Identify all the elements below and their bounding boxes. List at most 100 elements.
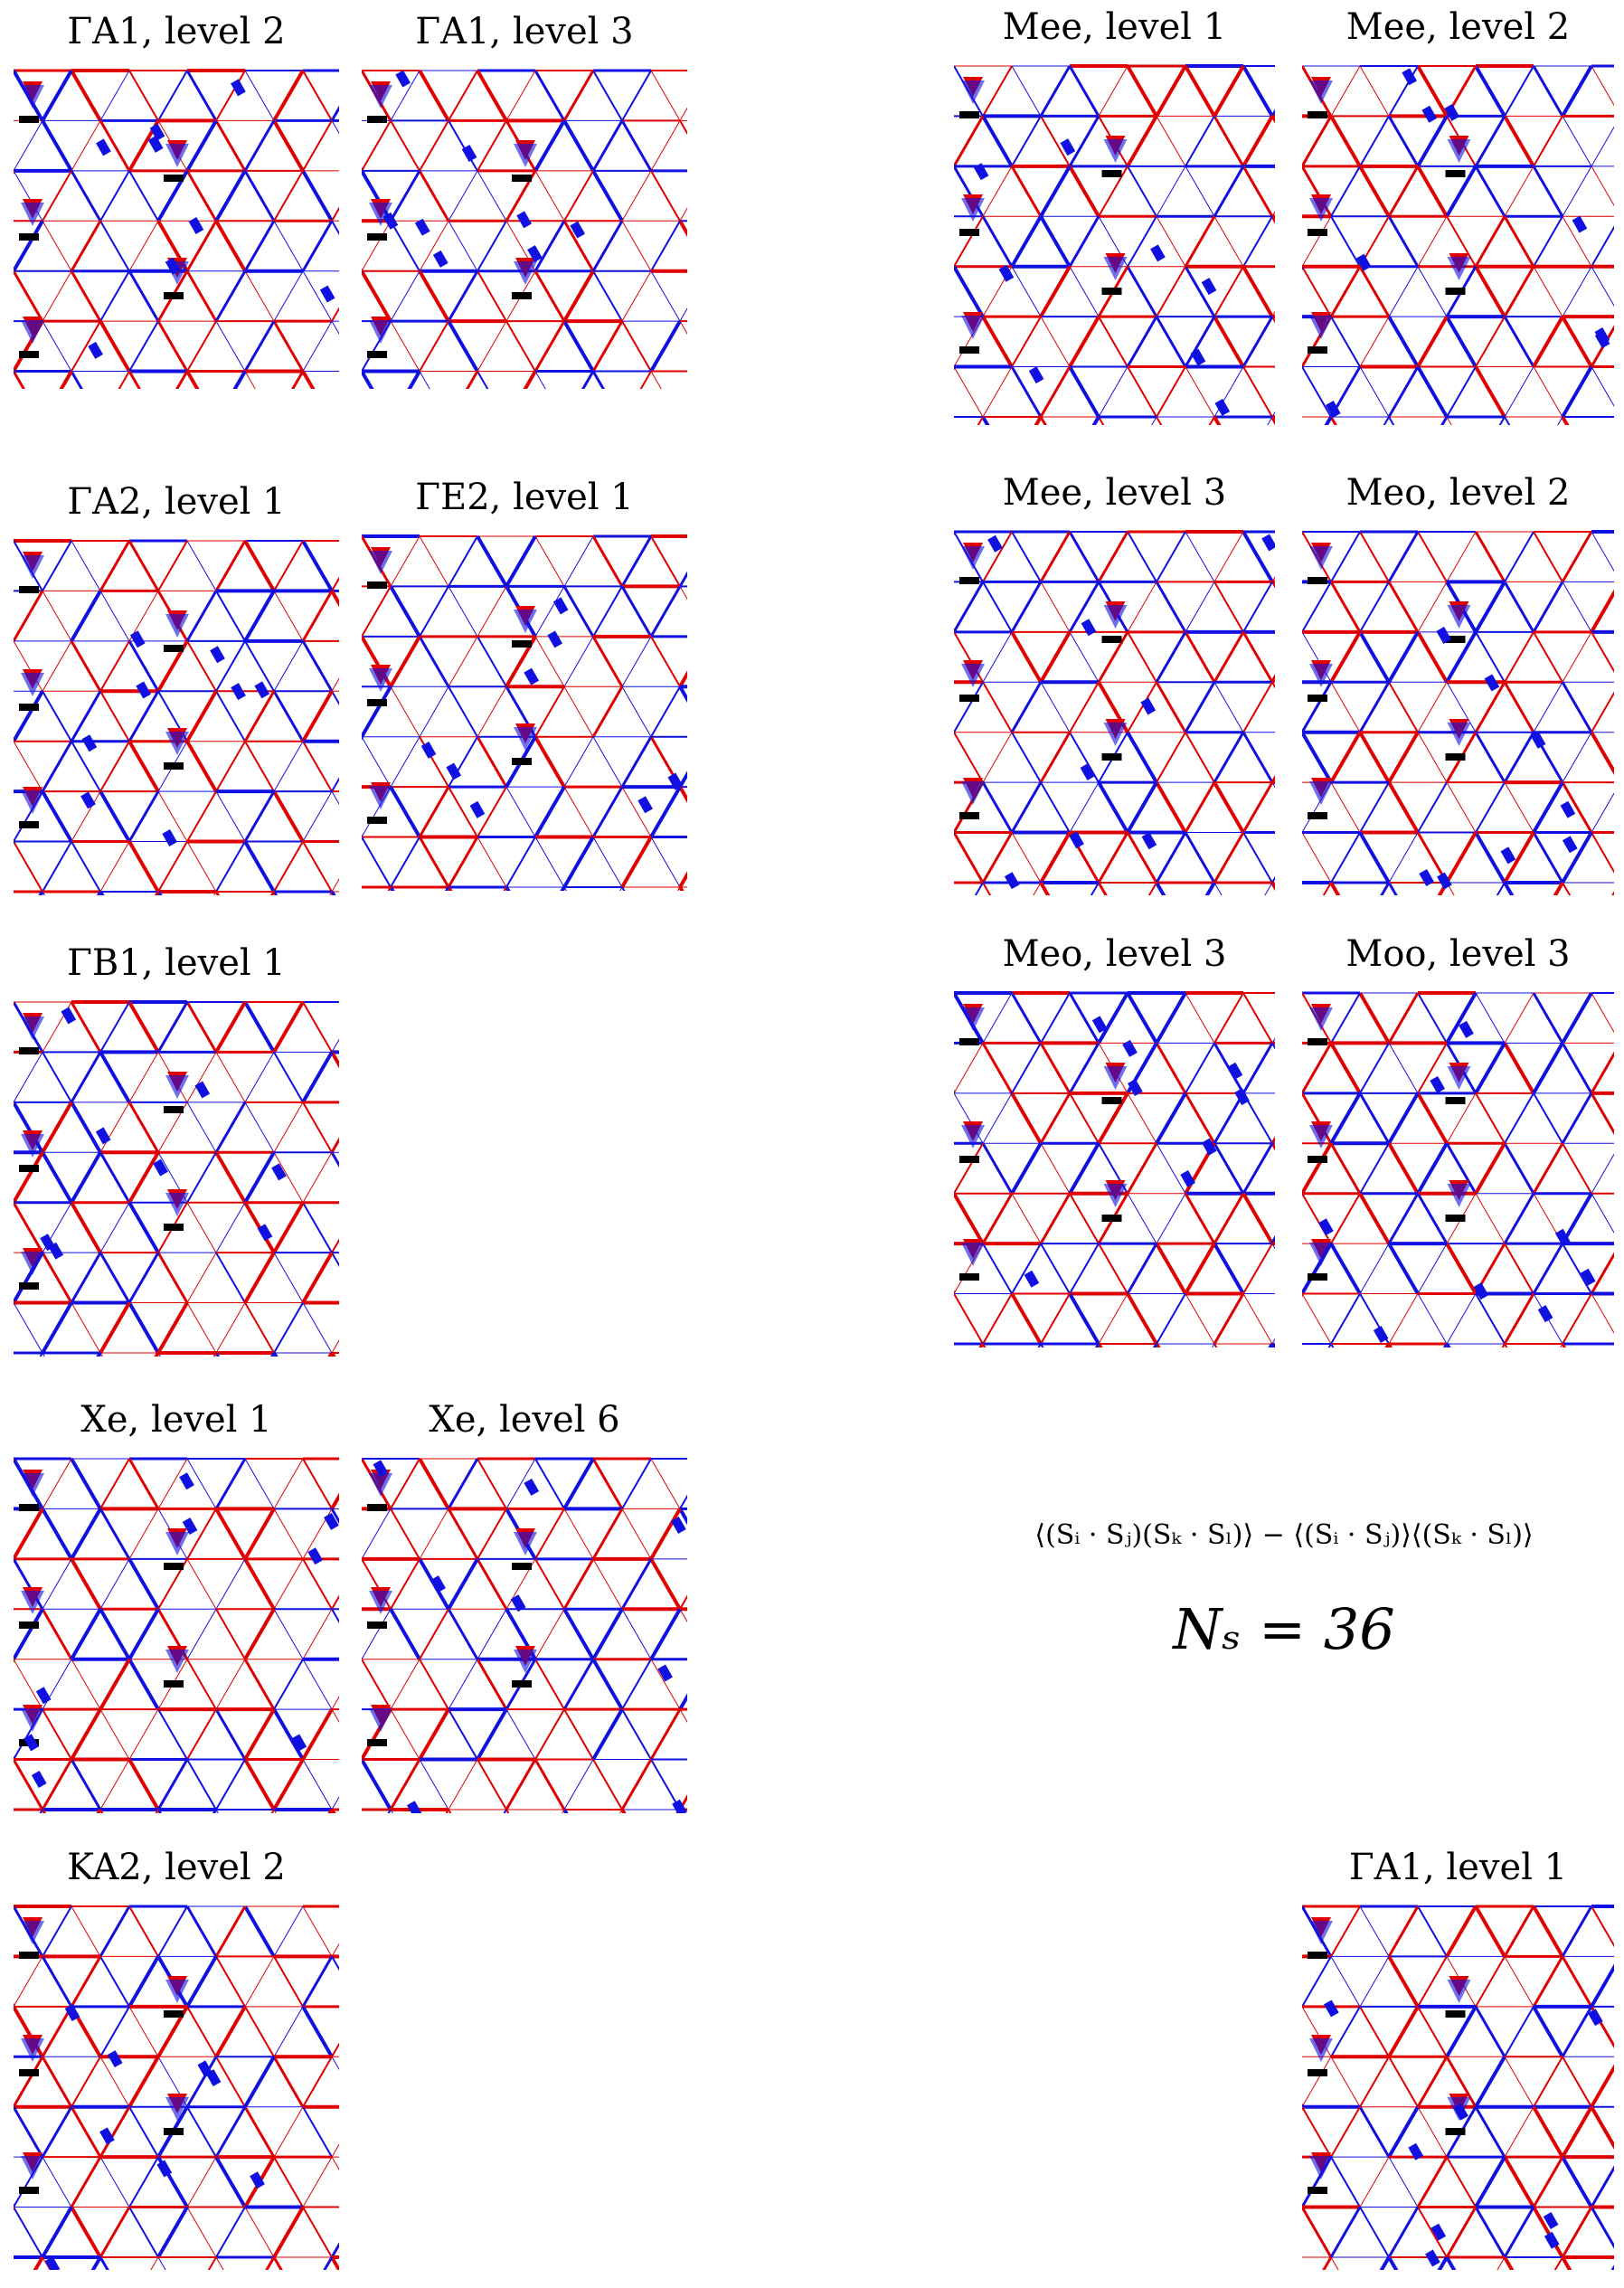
bond	[1591, 631, 1614, 674]
bond	[477, 270, 507, 322]
bond	[1329, 1142, 1362, 1195]
bond	[1097, 781, 1129, 834]
bond	[70, 1955, 102, 2008]
bond	[1417, 781, 1448, 834]
bond	[448, 170, 478, 222]
bond	[476, 1708, 508, 1761]
bond	[272, 1351, 279, 1357]
reference-bar	[959, 695, 979, 702]
bond	[1242, 215, 1273, 268]
bond	[185, 269, 218, 322]
bond	[1011, 266, 1042, 317]
bond	[362, 585, 392, 638]
bond	[1591, 1153, 1614, 1194]
bond	[1591, 531, 1614, 572]
bond	[33, 2255, 44, 2270]
bond	[243, 790, 276, 843]
bond	[419, 686, 449, 737]
bond	[330, 1508, 339, 1525]
bond	[14, 370, 25, 389]
strong-bond	[657, 1664, 674, 1682]
bond	[621, 886, 626, 891]
bond	[215, 741, 246, 792]
bond	[1156, 1293, 1186, 1345]
strong-bond	[1544, 2231, 1560, 2249]
bond	[99, 640, 130, 692]
system-size-label: Nₛ = 36	[1173, 1596, 1395, 1662]
bond	[419, 119, 449, 172]
bond	[678, 1508, 687, 1526]
bond	[302, 741, 333, 792]
bond	[1329, 1042, 1362, 1094]
bond	[215, 1052, 246, 1103]
bond	[1358, 2105, 1391, 2158]
reference-bar	[512, 175, 532, 182]
strong-bond	[1473, 1282, 1489, 1300]
bond	[679, 207, 687, 222]
bond	[1561, 1905, 1593, 1958]
bond	[650, 636, 681, 687]
bond	[954, 265, 985, 318]
reference-bar	[19, 1282, 39, 1290]
bond	[215, 1252, 246, 1304]
bond	[1271, 1042, 1275, 1050]
strong-bond	[307, 1547, 323, 1565]
bond	[1039, 265, 1072, 318]
reference-wedge	[961, 316, 985, 339]
bond	[128, 1508, 159, 1560]
bond	[954, 215, 984, 268]
bond	[679, 107, 687, 121]
bond	[1069, 631, 1100, 683]
bond	[418, 1457, 450, 1510]
bond	[1417, 2207, 1448, 2258]
bond	[1040, 781, 1071, 834]
bond	[448, 1659, 478, 1710]
bond	[1416, 64, 1449, 118]
bond	[448, 786, 478, 838]
bond	[505, 786, 536, 837]
bond	[534, 1659, 565, 1710]
bond	[244, 2006, 275, 2057]
bond	[1155, 581, 1187, 633]
bond	[1496, 882, 1506, 895]
bond	[1387, 581, 1420, 633]
reference-wedge	[369, 551, 392, 574]
bond	[215, 1955, 246, 2008]
bond	[1302, 2206, 1333, 2258]
bond	[127, 370, 141, 389]
bond	[99, 2006, 130, 2057]
strong-bond	[1500, 846, 1516, 865]
bond	[128, 221, 159, 271]
bond	[419, 1659, 449, 1710]
strong-bond	[107, 2050, 123, 2068]
bond	[1503, 265, 1535, 317]
bond	[476, 1558, 508, 1611]
reference-bar	[1308, 2069, 1327, 2076]
bond	[99, 170, 130, 222]
bond	[448, 586, 478, 638]
bond	[1242, 64, 1274, 118]
bond	[331, 120, 339, 135]
bond	[1242, 115, 1274, 167]
bond	[418, 786, 450, 838]
strong-bond	[373, 1460, 389, 1478]
strong-bond	[271, 1163, 287, 1181]
bond	[186, 1508, 217, 1560]
bond	[1302, 1142, 1333, 1195]
strong-bond	[1128, 1079, 1143, 1097]
bond	[272, 2206, 305, 2258]
bond	[302, 2207, 333, 2258]
bond	[1270, 215, 1275, 224]
reference-bar	[1101, 170, 1122, 177]
bond	[592, 736, 623, 788]
bond	[982, 1243, 1013, 1295]
bond	[99, 2056, 130, 2107]
bond	[1358, 265, 1391, 317]
bond	[562, 1558, 595, 1611]
bond	[1010, 681, 1043, 733]
bond	[1213, 581, 1244, 633]
bond	[70, 2156, 102, 2208]
strong-bond	[1543, 2211, 1559, 2229]
bond	[1208, 416, 1215, 425]
bond	[621, 70, 652, 121]
